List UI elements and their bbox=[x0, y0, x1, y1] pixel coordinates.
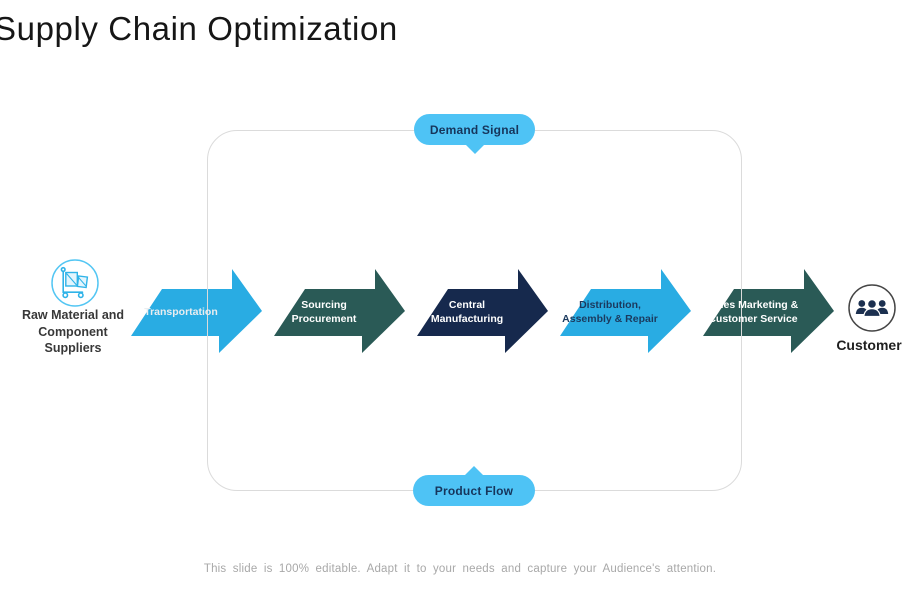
hand-truck-boxes-icon bbox=[51, 259, 99, 307]
arrow-shape bbox=[560, 269, 691, 353]
flow-arrow-sales-marketing-customer-service bbox=[703, 269, 834, 353]
flow-arrow-distribution-assembly-repair bbox=[560, 269, 691, 353]
arrow-shape bbox=[417, 269, 548, 353]
flow-arrow-label: Transportation bbox=[144, 305, 218, 318]
flow-arrow-label: Sourcing Procurement bbox=[291, 298, 357, 325]
demand-signal-label: Demand Signal bbox=[429, 122, 520, 137]
demand-signal-badge: Demand Signal bbox=[414, 114, 535, 145]
arrow-shape bbox=[703, 269, 834, 353]
end-node-label: Customer bbox=[836, 337, 902, 353]
flow-arrow-label: Distribution, Assembly & Repair bbox=[562, 298, 658, 325]
flow-arrow-transportation bbox=[131, 269, 262, 353]
flow-arrow-label: Central Manufacturing bbox=[430, 298, 504, 325]
customers-group-icon bbox=[848, 284, 896, 332]
flow-arrow-central-manufacturing bbox=[417, 269, 548, 353]
start-node-label: Raw Material and Component Suppliers bbox=[21, 308, 125, 355]
flow-arrow-sourcing-procurement bbox=[274, 269, 405, 353]
footer-caption: This slide is 100% editable. Adapt it to… bbox=[203, 563, 717, 575]
flow-arrow-label: Sales Marketing & Customer Service bbox=[707, 298, 799, 325]
product-flow-label: Product Flow bbox=[434, 483, 514, 498]
arrow-shape bbox=[274, 269, 405, 353]
slide-title: Supply Chain Optimization bbox=[0, 10, 398, 47]
arrow-shape bbox=[131, 269, 262, 353]
product-flow-badge: Product Flow bbox=[413, 475, 535, 506]
